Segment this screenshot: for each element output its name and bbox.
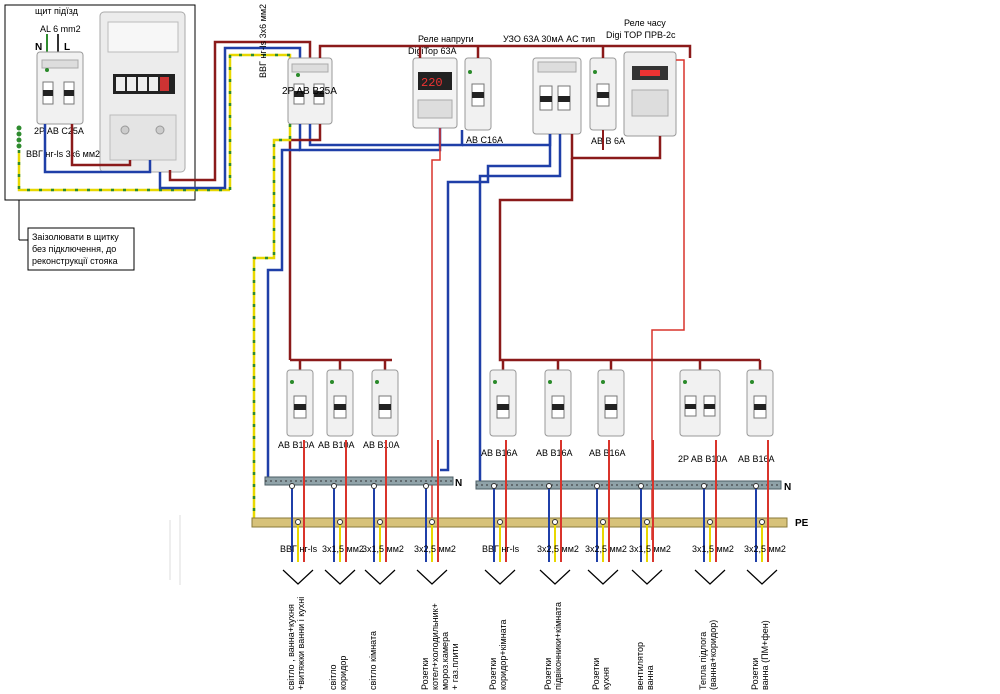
breaker-4-label: AB B16A [481,448,518,458]
main-breaker-label: 2P AB B25A [282,86,337,97]
panel-al-label: AL 6 mm2 [40,24,81,34]
load-7-line-1: Розетки [591,658,601,690]
entrance-panel: щит підїзд AL 6 mm2 N L 2P AB C25A ВВГ н… [4,4,230,201]
cable-9-label: 3х1,5 мм2 [692,544,734,554]
cables-row: ВВГ нг-ls світло , ванна+кухня+витяжки ва… [280,440,786,690]
panel-breaker-label: 2P AB C25A [34,126,84,136]
breaker-4: AB B16A [481,360,518,458]
voltage-relay-label-1: Реле напруги [418,34,474,44]
load-9-line-1: Тепла підлога [698,632,708,690]
rcd-device [532,57,582,135]
load-4-line-1: Розетки [420,658,430,690]
cable-3-label: 3х1,5 мм2 [362,544,404,554]
note-line-3: реконструкції стояка [32,256,118,266]
time-relay-label-2: Digi TOP ПРВ-2с [606,30,676,40]
cable-6-label: 3х2,5 мм2 [537,544,579,554]
note-line-2: без підключення, до [32,244,116,254]
load-4-line-4: + газ.плити [450,643,460,690]
rcd-label: УЗО 63A 30мА AC тип [503,34,595,44]
breaker-b6 [589,57,617,131]
load-10-line-2: ванна (ПМ+фен) [760,620,770,690]
panel-l-letter: L [64,42,70,53]
voltage-relay: 220 [412,57,458,129]
n-bus-left [264,476,454,486]
load-5-line-1: Розетки [488,658,498,690]
cable-10-label: 3х2,5 мм2 [744,544,786,554]
load-4-line-2: котел+холодильник+ [430,603,440,690]
load-6-line-2: підвіконники+кімната [553,602,563,690]
note-line-1: Заізолювати в щитку [32,232,119,242]
load-2-line-1: світло [328,664,338,690]
load-10-line-1: Розетки [750,658,760,690]
breaker-7: 2P AB B10A [678,360,727,464]
time-relay [623,51,677,137]
main-breaker [287,57,333,125]
pe-cable-stub [16,125,22,149]
load-5-line-2: коридор+кімната [498,619,508,690]
pe-bus-label: PE [795,518,809,529]
load-3-line-1: світло кімната [368,631,378,690]
cable-7-label: 3х2,5 мм2 [585,544,627,554]
breaker-5: AB B16A [536,360,573,458]
time-relay-label-1: Реле часу [624,18,666,28]
breaker-8-label: AB B16A [738,454,775,464]
load-9-line-2: (ванна+коридор) [708,620,718,690]
breaker-8: AB B16A [738,360,775,464]
cable-8-label: 3х1,5 мм2 [629,544,671,554]
cable-1-label: ВВГ нг-ls [280,544,318,554]
voltage-relay-label-2: DigiTop 63A [408,46,457,56]
right-group-feed [440,134,760,482]
panel-n-letter: N [35,42,42,53]
note-callout: Заізолювати в щитку без підключення, до … [18,200,135,271]
feeder-cable-label: ВВГ нг-ls 3х6 мм2 [258,4,268,78]
breaker-b6-label: AB B 6A [591,136,625,146]
breaker-3-label: AB B10A [363,440,400,450]
breaker-6: AB B16A [589,360,626,458]
circuit-1: ВВГ нг-ls світло , ванна+кухня+витяжки ва… [280,440,318,690]
left-group-feed [252,124,392,520]
load-2-line-2: коридор [338,656,348,690]
circuit-3: 3х1,5 мм2 світло кімната [362,440,404,690]
n-bus-right [475,480,782,490]
breaker-1-label: AB B10A [278,440,315,450]
breaker-2: AB B10A [318,360,355,450]
load-1-line-2: +витяжки ванни і кухні [296,597,306,690]
cable-2-label: 3х1,5 мм2 [322,544,364,554]
breaker-3: AB B10A [363,360,400,450]
energy-meter [99,11,186,173]
n-bus-right-label: N [784,482,791,493]
feeder-wires [158,40,312,190]
load-7-line-2: кухня [601,667,611,690]
breaker-2-label: AB B10A [318,440,355,450]
load-8-line-2: ванна [645,665,655,690]
breaker-c16 [464,57,492,131]
load-1-line-1: світло , ванна+кухня [286,604,296,690]
load-8-line-1: вентилятор [635,642,645,690]
pe-bus [251,517,788,528]
load-4-line-3: мороз.камера [440,632,450,690]
cable-4-label: 3х2,5 мм2 [414,544,456,554]
cable-5-label: ВВГ нг-ls [482,544,520,554]
svg-text:220: 220 [421,76,443,90]
panel-breaker [36,51,84,125]
breaker-5-label: AB B16A [536,448,573,458]
panel-cable-label: ВВГ нг-ls 3х6 мм2 [26,149,100,159]
n-bus-left-label: N [455,478,462,489]
breaker-c16-label: AB C16A [466,135,503,145]
panel-title: щит підїзд [35,6,79,16]
breaker-1: AB B10A [278,360,315,450]
breaker-6-label: AB B16A [589,448,626,458]
load-6-line-1: Розетки [543,658,553,690]
breaker-7-label: 2P AB B10A [678,454,727,464]
